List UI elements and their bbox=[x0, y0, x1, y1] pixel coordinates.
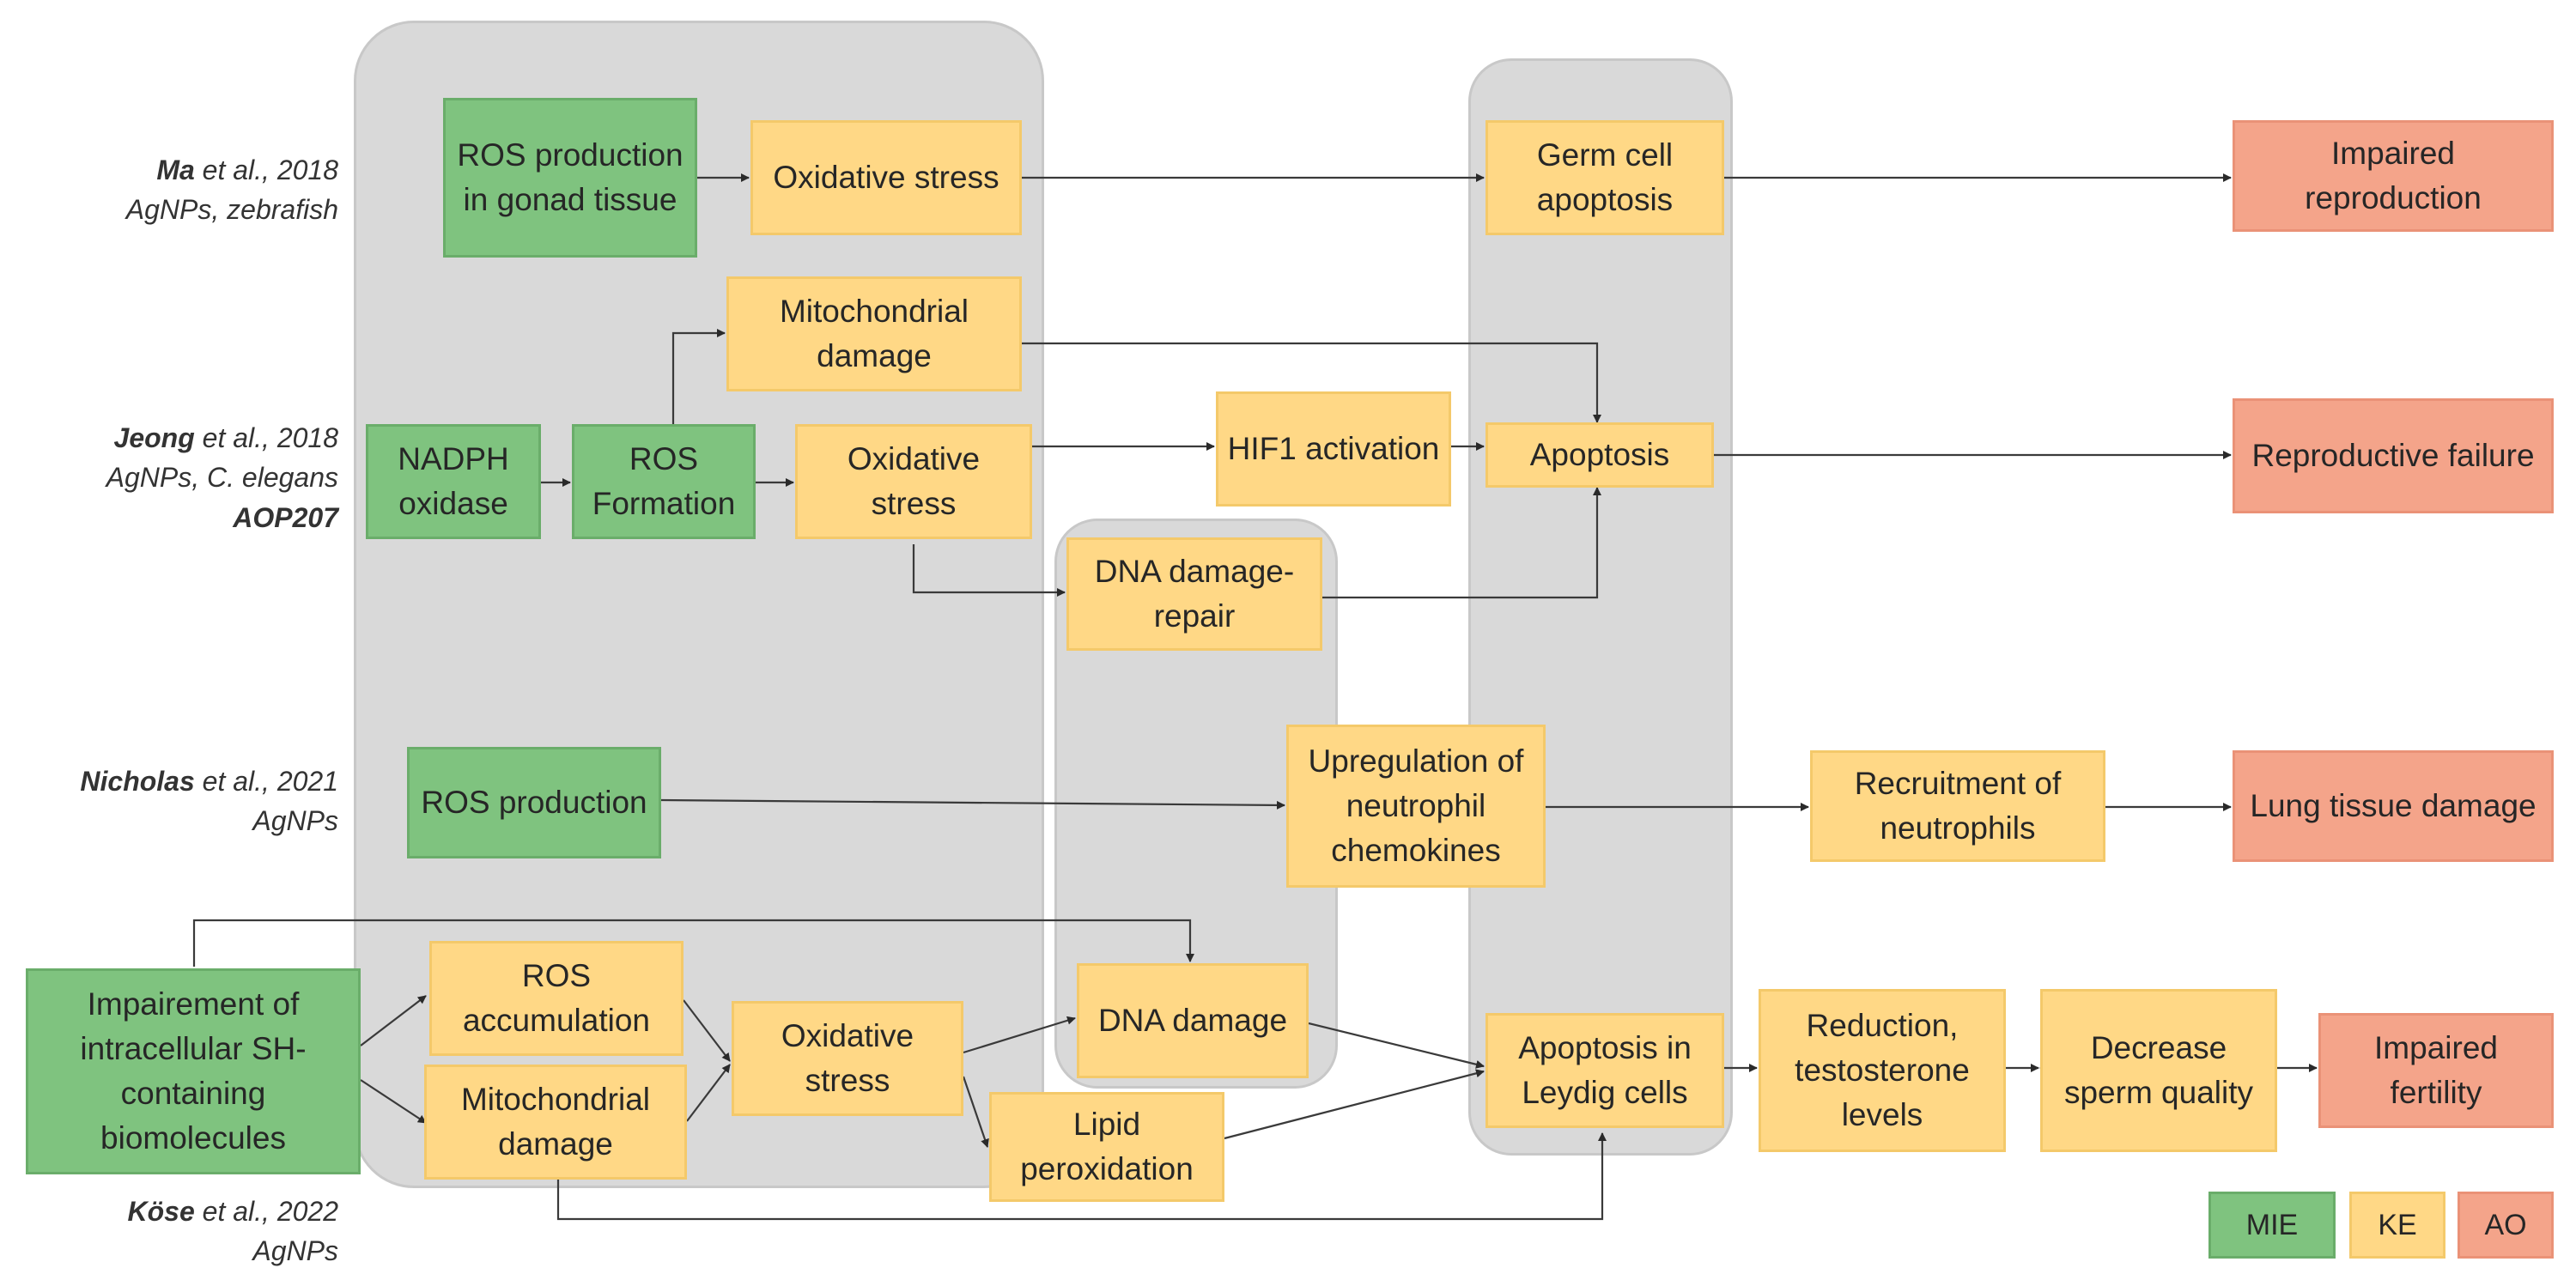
citation-ma-detail: AgNPs, zebrafish bbox=[125, 194, 338, 226]
citation-nicholas-detail: AgNPs bbox=[252, 805, 338, 837]
node-ros-production: ROS production bbox=[407, 747, 661, 858]
node-oxidative-stress-3: Oxidative stress bbox=[732, 1001, 963, 1116]
citation-kose: Köse et al., 2022 AgNPs bbox=[128, 1192, 338, 1271]
node-apoptosis-leydig: Apoptosis in Leydig cells bbox=[1485, 1013, 1724, 1128]
citation-ma: Ma et al., 2018 AgNPs, zebrafish bbox=[126, 150, 338, 230]
citation-jeong: Jeong et al., 2018 AgNPs, C. elegans AOP… bbox=[106, 418, 338, 537]
node-upregulation-chemokines: Upregulation of neutrophil chemokines bbox=[1286, 725, 1546, 888]
citation-ma-author: Ma bbox=[156, 155, 195, 185]
legend-ke: KE bbox=[2349, 1192, 2445, 1259]
citation-jeong-year: et al., 2018 bbox=[194, 422, 338, 453]
citation-nicholas: Nicholas et al., 2021 AgNPs bbox=[80, 761, 338, 841]
node-reproductive-failure: Reproductive failure bbox=[2233, 398, 2554, 513]
node-mitochondrial-damage-1: Mitochondrial damage bbox=[726, 276, 1022, 391]
node-lung-tissue-damage: Lung tissue damage bbox=[2233, 750, 2554, 862]
node-oxidative-stress-2: Oxidative stress bbox=[795, 424, 1032, 539]
citation-nicholas-year: et al., 2021 bbox=[194, 766, 338, 797]
legend-mie: MIE bbox=[2208, 1192, 2336, 1259]
node-lipid-peroxidation: Lipid peroxidation bbox=[989, 1092, 1224, 1202]
node-nadph-oxidase: NADPH oxidase bbox=[366, 424, 541, 539]
citation-nicholas-author: Nicholas bbox=[80, 766, 195, 797]
citation-kose-year: et al., 2022 bbox=[194, 1196, 338, 1227]
node-ros-accumulation: ROS accumulation bbox=[429, 941, 683, 1056]
citation-ma-year: et al., 2018 bbox=[194, 155, 338, 185]
node-ros-formation: ROS Formation bbox=[572, 424, 756, 539]
node-decrease-sperm-quality: Decrease sperm quality bbox=[2040, 989, 2277, 1152]
node-apoptosis: Apoptosis bbox=[1485, 422, 1714, 488]
node-germ-cell-apoptosis: Germ cell apoptosis bbox=[1485, 120, 1724, 235]
citation-jeong-author: Jeong bbox=[113, 422, 195, 453]
citation-jeong-detail: AgNPs, C. elegans bbox=[106, 462, 338, 494]
node-mitochondrial-damage-2: Mitochondrial damage bbox=[424, 1065, 687, 1180]
node-impaired-reproduction: Impaired reproduction bbox=[2233, 120, 2554, 232]
citation-jeong-aop: AOP207 bbox=[233, 501, 338, 533]
node-dna-damage-repair: DNA damage-repair bbox=[1066, 537, 1322, 651]
node-hif1-activation: HIF1 activation bbox=[1216, 391, 1451, 507]
node-oxidative-stress-1: Oxidative stress bbox=[750, 120, 1022, 235]
legend-ao: AO bbox=[2458, 1192, 2554, 1259]
node-dna-damage: DNA damage bbox=[1077, 963, 1309, 1078]
citation-kose-author: Köse bbox=[127, 1196, 195, 1227]
node-impairment-sh: Impairement of intracellular SH-containi… bbox=[26, 968, 361, 1174]
citation-kose-detail: AgNPs bbox=[252, 1235, 338, 1267]
node-recruitment-neutrophils: Recruitment of neutrophils bbox=[1810, 750, 2105, 862]
node-ros-gonad: ROS production in gonad tissue bbox=[443, 98, 697, 258]
node-reduction-testosterone: Reduction, testosterone levels bbox=[1759, 989, 2006, 1152]
group-panel-apoptosis bbox=[1468, 58, 1733, 1156]
node-impaired-fertility: Impaired fertility bbox=[2318, 1013, 2554, 1128]
